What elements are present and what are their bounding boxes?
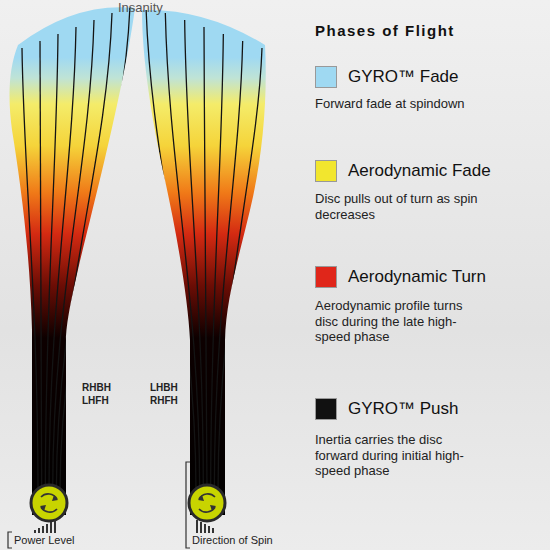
legend-text: Aerodynamic Fade <box>348 161 491 181</box>
flight-line <box>40 41 42 492</box>
spin-bars <box>196 520 214 533</box>
flight-line <box>214 41 242 492</box>
right-flight-band <box>142 10 266 515</box>
power-level-label: Power Level <box>14 534 75 547</box>
legend-title: Phases of Flight <box>315 22 455 40</box>
throw-label: RHFH <box>150 395 178 407</box>
spin-disc <box>31 485 67 521</box>
phase-description: Aerodynamic profile turns disc during th… <box>315 298 475 345</box>
legend-swatch <box>315 398 337 420</box>
legend-swatch <box>315 266 337 288</box>
phase-description: Disc pulls out of turn as spin decreases <box>315 191 485 222</box>
phase-description: Inertia carries the disc forward during … <box>315 432 485 479</box>
throw-label: RHBH <box>82 382 111 394</box>
flight-line <box>45 34 58 492</box>
flight-lines <box>22 6 130 492</box>
flight-line <box>185 20 204 492</box>
flight-line <box>60 6 130 492</box>
legend-swatch <box>315 160 337 182</box>
power-level-bars <box>34 520 56 533</box>
flight-line <box>204 27 207 492</box>
flight-line <box>218 48 262 492</box>
throw-label: LHFH <box>82 395 109 407</box>
flight-lines <box>146 6 262 492</box>
bracket <box>186 462 190 548</box>
bracket <box>8 532 12 548</box>
spin-disc <box>189 485 225 521</box>
throw-label: LHBH <box>150 382 178 394</box>
flight-line <box>146 6 196 492</box>
spin-label: Direction of Spin <box>192 534 273 547</box>
legend-text: GYRO™ Push <box>348 399 459 419</box>
legend-text: GYRO™ Fade <box>348 67 459 87</box>
disc-name: Insanity <box>118 0 163 16</box>
flight-line <box>211 34 224 492</box>
flight-line <box>56 13 112 492</box>
left-flight-band <box>10 7 135 515</box>
legend-text: Aerodynamic Turn <box>348 267 486 287</box>
legend-swatch <box>315 66 337 88</box>
phase-description: Forward fade at spindown <box>315 96 515 112</box>
flight-line <box>22 48 38 492</box>
flight-line <box>165 13 199 492</box>
